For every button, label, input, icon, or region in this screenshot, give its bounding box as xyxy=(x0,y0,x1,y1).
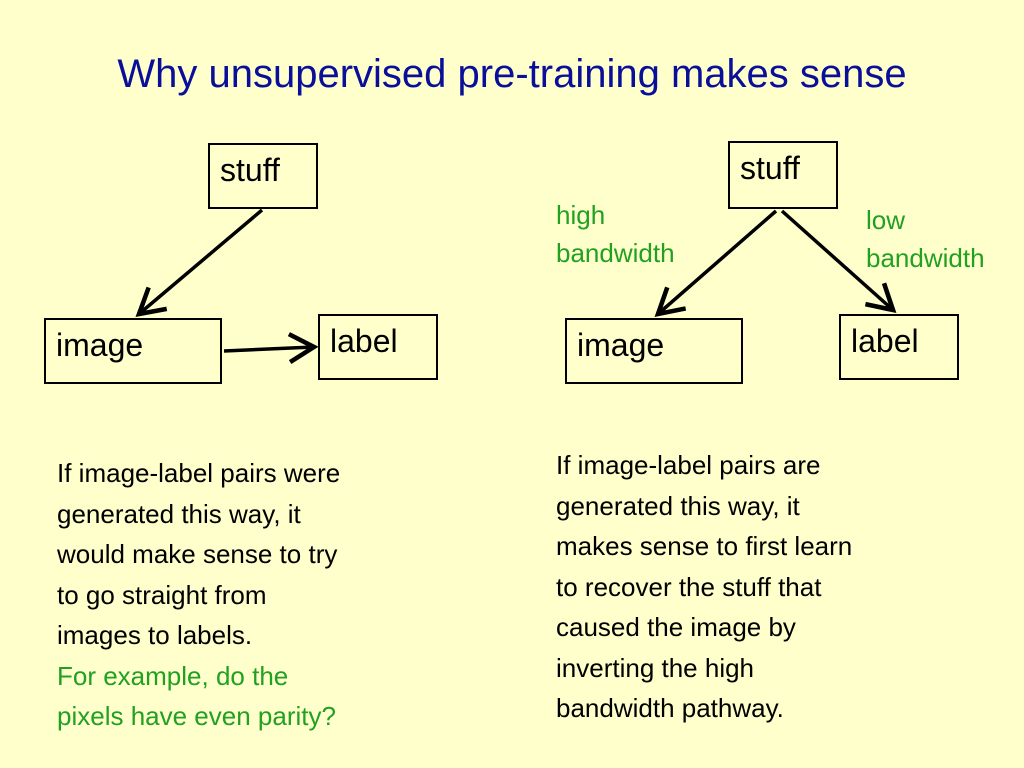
left-text-line: generated this way, it xyxy=(57,498,301,529)
high-bandwidth-line-1: high xyxy=(556,200,606,230)
right-text-line: If image-label pairs are xyxy=(556,450,821,480)
high-bandwidth-annotation: high bandwidth xyxy=(556,196,675,272)
right-text-line: caused the image by xyxy=(556,612,796,642)
right-text-line: makes sense to first learn xyxy=(556,531,853,561)
right-stuff-to-image-arrow xyxy=(654,209,778,318)
example-text-line: pixels have even parity? xyxy=(57,701,336,731)
right-image-label: image xyxy=(577,327,665,363)
right-text-line: generated this way, it xyxy=(556,490,800,521)
left-text-line: images to labels. xyxy=(57,620,253,650)
left-stuff-label: stuff xyxy=(220,152,280,188)
left-label-node: label xyxy=(318,314,438,380)
right-text-line: to recover the stuff that xyxy=(556,571,822,602)
left-text-line: to go straight from xyxy=(57,579,267,610)
left-image-to-label-arrow xyxy=(223,332,319,364)
left-image-label: image xyxy=(56,327,144,363)
left-label-label: label xyxy=(330,323,398,359)
left-stuff-node: stuff xyxy=(208,143,318,209)
left-stuff-to-image-arrow xyxy=(135,208,264,317)
low-bandwidth-annotation: low bandwidth xyxy=(866,201,985,277)
right-explanation: If image-label pairs are generated this … xyxy=(556,445,852,729)
slide-title: Why unsupervised pre-training makes sens… xyxy=(117,52,907,96)
low-bandwidth-line-1: low xyxy=(866,205,906,235)
high-bandwidth-line-2: bandwidth xyxy=(556,238,675,268)
right-stuff-node: stuff xyxy=(728,141,838,209)
right-label-node: label xyxy=(839,314,959,380)
right-stuff-label: stuff xyxy=(740,150,800,186)
right-text-line: inverting the high xyxy=(556,652,755,683)
right-text-line: bandwidth pathway. xyxy=(556,693,784,723)
left-text-line: would make sense to try xyxy=(57,539,338,569)
low-bandwidth-line-2: bandwidth xyxy=(866,243,985,273)
example-text-line: For example, do the xyxy=(57,660,289,691)
right-stuff-to-label-arrow xyxy=(780,209,897,314)
left-explanation: If image-label pairs were generated this… xyxy=(57,453,340,737)
left-text-line: If image-label pairs were xyxy=(57,458,341,488)
right-image-node: image xyxy=(565,318,743,384)
left-image-node: image xyxy=(44,318,222,384)
right-label-label: label xyxy=(851,323,919,359)
